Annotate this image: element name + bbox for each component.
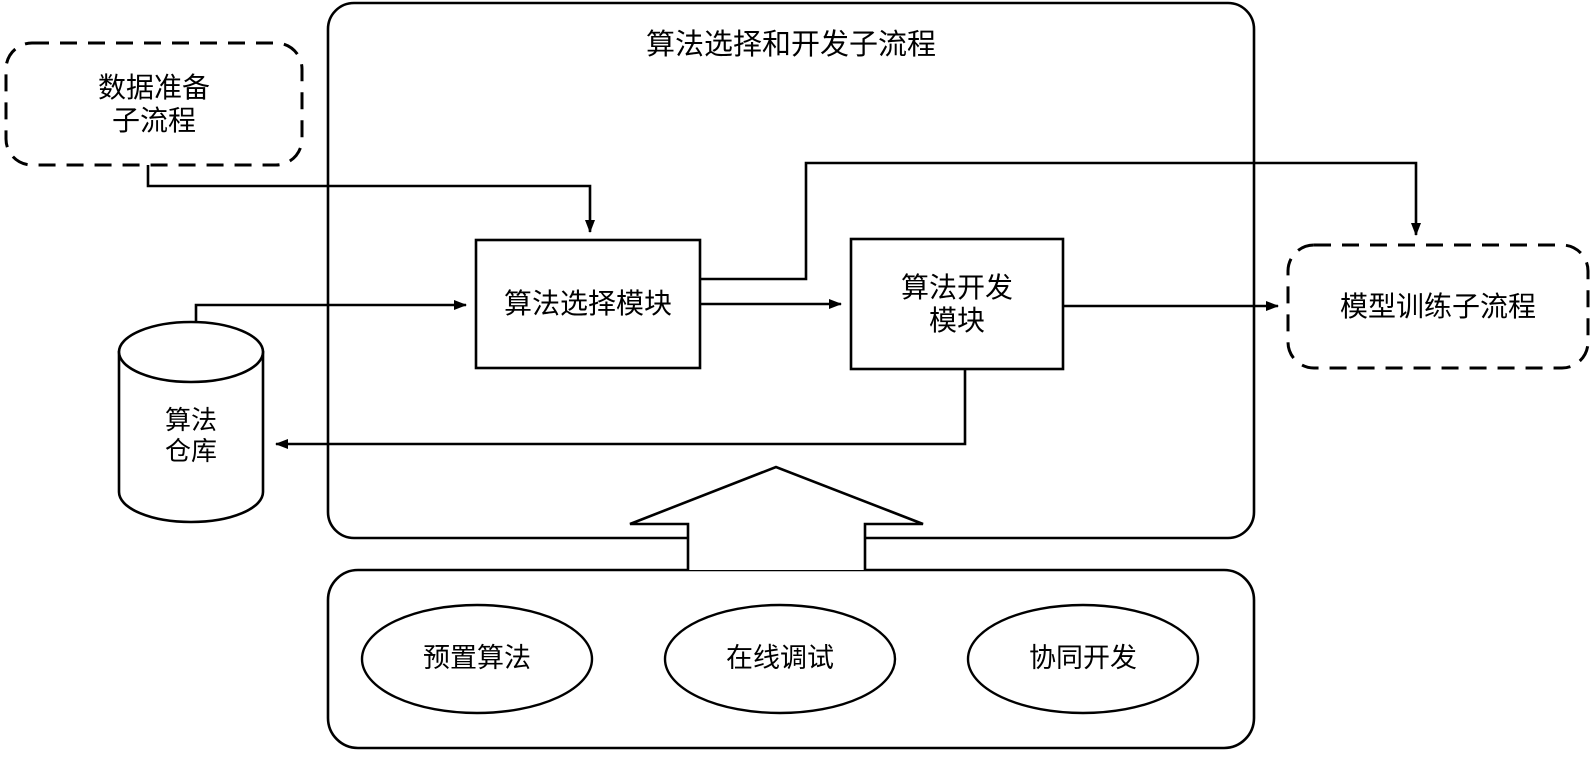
algo-develop-box[interactable]: [849, 237, 1065, 371]
connector-dataprep-to-select: [146, 165, 595, 233]
algo-select-box[interactable]: [474, 238, 702, 370]
capability-ellipse-1[interactable]: [663, 603, 897, 715]
model-train-box[interactable]: [1286, 243, 1590, 370]
capability-ellipse-2[interactable]: [966, 603, 1200, 715]
capability-block-arrow: [629, 465, 924, 570]
capability-ellipse-0[interactable]: [360, 603, 594, 715]
connector-repository-to-select: [194, 300, 467, 322]
data-prep-box[interactable]: [4, 41, 304, 167]
connector-select-to-modeltrain: [700, 161, 1421, 281]
algo-repository-cylinder[interactable]: [117, 320, 265, 524]
subprocess-container: [326, 1, 1256, 540]
connector-develop-to-repository: [275, 369, 967, 449]
